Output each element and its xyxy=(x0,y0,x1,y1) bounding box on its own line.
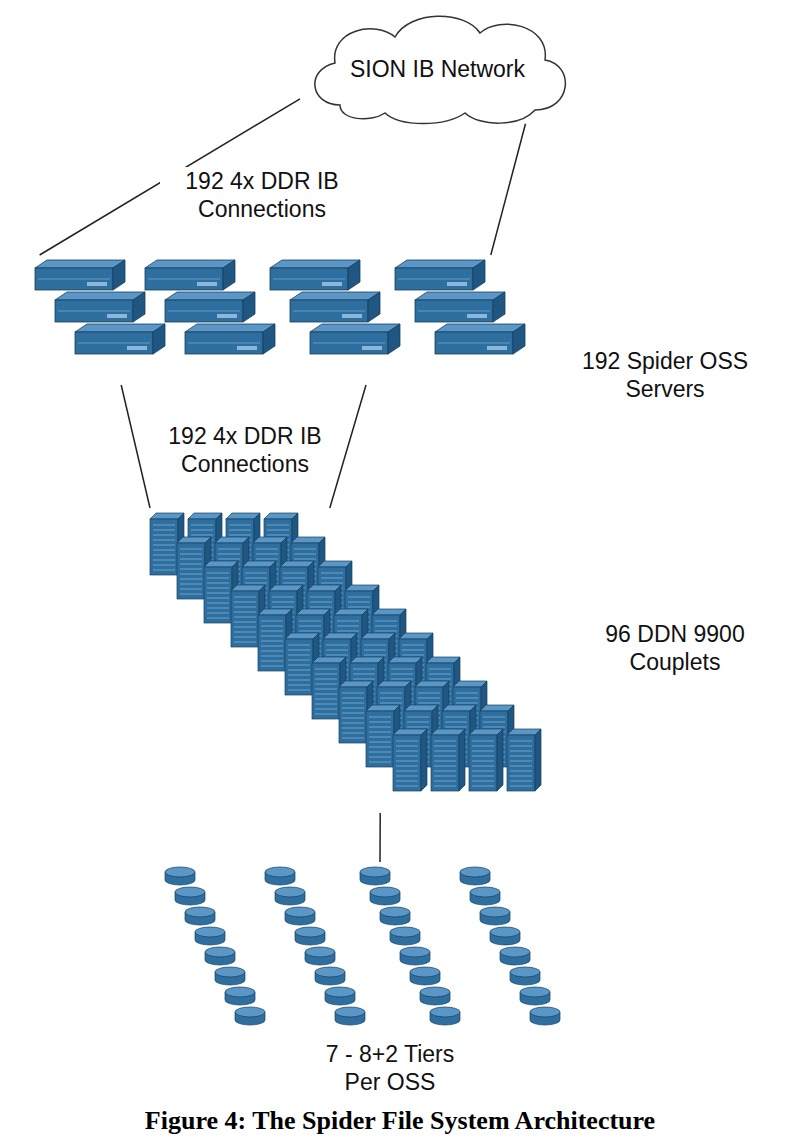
disk-icon xyxy=(530,1007,560,1025)
server-icon xyxy=(165,292,255,322)
disk-icon xyxy=(430,1007,460,1025)
disk-icon xyxy=(295,927,325,945)
disk-icon xyxy=(520,987,550,1005)
server-icon xyxy=(35,260,125,290)
server-icon xyxy=(185,324,275,354)
rack-icon xyxy=(431,729,465,791)
disk-tiers: 7 - 8+2 Tiers Per OSS xyxy=(160,862,630,1037)
disk-icon xyxy=(265,867,295,885)
connection-label: 192 4x DDR IB Connections xyxy=(160,167,364,223)
disk-icon xyxy=(175,887,205,905)
disk-icon xyxy=(410,967,440,985)
ib-link xyxy=(379,813,381,862)
ib-link xyxy=(40,99,526,255)
server-icon xyxy=(55,292,145,322)
disk-icon xyxy=(460,867,490,885)
disk-icon xyxy=(400,947,430,965)
disk-icon xyxy=(420,987,450,1005)
server-icon xyxy=(395,260,485,290)
icon-art xyxy=(145,508,565,813)
disk-icon xyxy=(490,927,520,945)
disk-icon xyxy=(325,987,355,1005)
disk-icon xyxy=(275,887,305,905)
server-icon xyxy=(310,324,400,354)
disk-icon xyxy=(480,907,510,925)
disk-icon xyxy=(205,947,235,965)
disk-icon xyxy=(195,927,225,945)
disk-icon xyxy=(185,907,215,925)
disk-icon xyxy=(225,987,255,1005)
disk-icon xyxy=(470,887,500,905)
server-group: 192 Spider OSS Servers xyxy=(30,255,510,385)
cloud-outline xyxy=(315,16,566,123)
disk-icon xyxy=(390,927,420,945)
disk-icon xyxy=(360,867,390,885)
server-icon xyxy=(75,324,165,354)
server-icon xyxy=(270,260,360,290)
disk-icon xyxy=(510,967,540,985)
icon-art xyxy=(30,255,510,385)
server-icon xyxy=(435,324,525,354)
node-label: SION IB Network xyxy=(340,55,535,83)
node-label: 7 - 8+2 Tiers Per OSS xyxy=(315,1040,465,1096)
rack-icon xyxy=(507,729,541,791)
node-label: 96 DDN 9900 Couplets xyxy=(585,620,765,676)
disk-icon xyxy=(285,907,315,925)
disk-icon xyxy=(380,907,410,925)
rack-icon xyxy=(469,729,503,791)
disk-icon xyxy=(235,1007,265,1025)
disk-icon xyxy=(165,867,195,885)
icon-art xyxy=(160,862,630,1037)
rack-icon xyxy=(393,729,427,791)
server-icon xyxy=(145,260,235,290)
ib-link xyxy=(121,385,366,508)
server-icon xyxy=(290,292,380,322)
node-label: 192 Spider OSS Servers xyxy=(550,347,780,403)
disk-icon xyxy=(370,887,400,905)
disk-icon xyxy=(215,967,245,985)
connection-label: 192 4x DDR IB Connections xyxy=(158,422,332,478)
disk-icon xyxy=(305,947,335,965)
disk-icon xyxy=(315,967,345,985)
figure-caption: Figure 4: The Spider File System Archite… xyxy=(0,1106,800,1136)
disk-icon xyxy=(500,947,530,965)
server-icon xyxy=(415,292,505,322)
disk-icon xyxy=(335,1007,365,1025)
network-cloud: SION IB Network xyxy=(300,5,575,130)
storage-couplets: 96 DDN 9900 Couplets xyxy=(145,508,565,813)
